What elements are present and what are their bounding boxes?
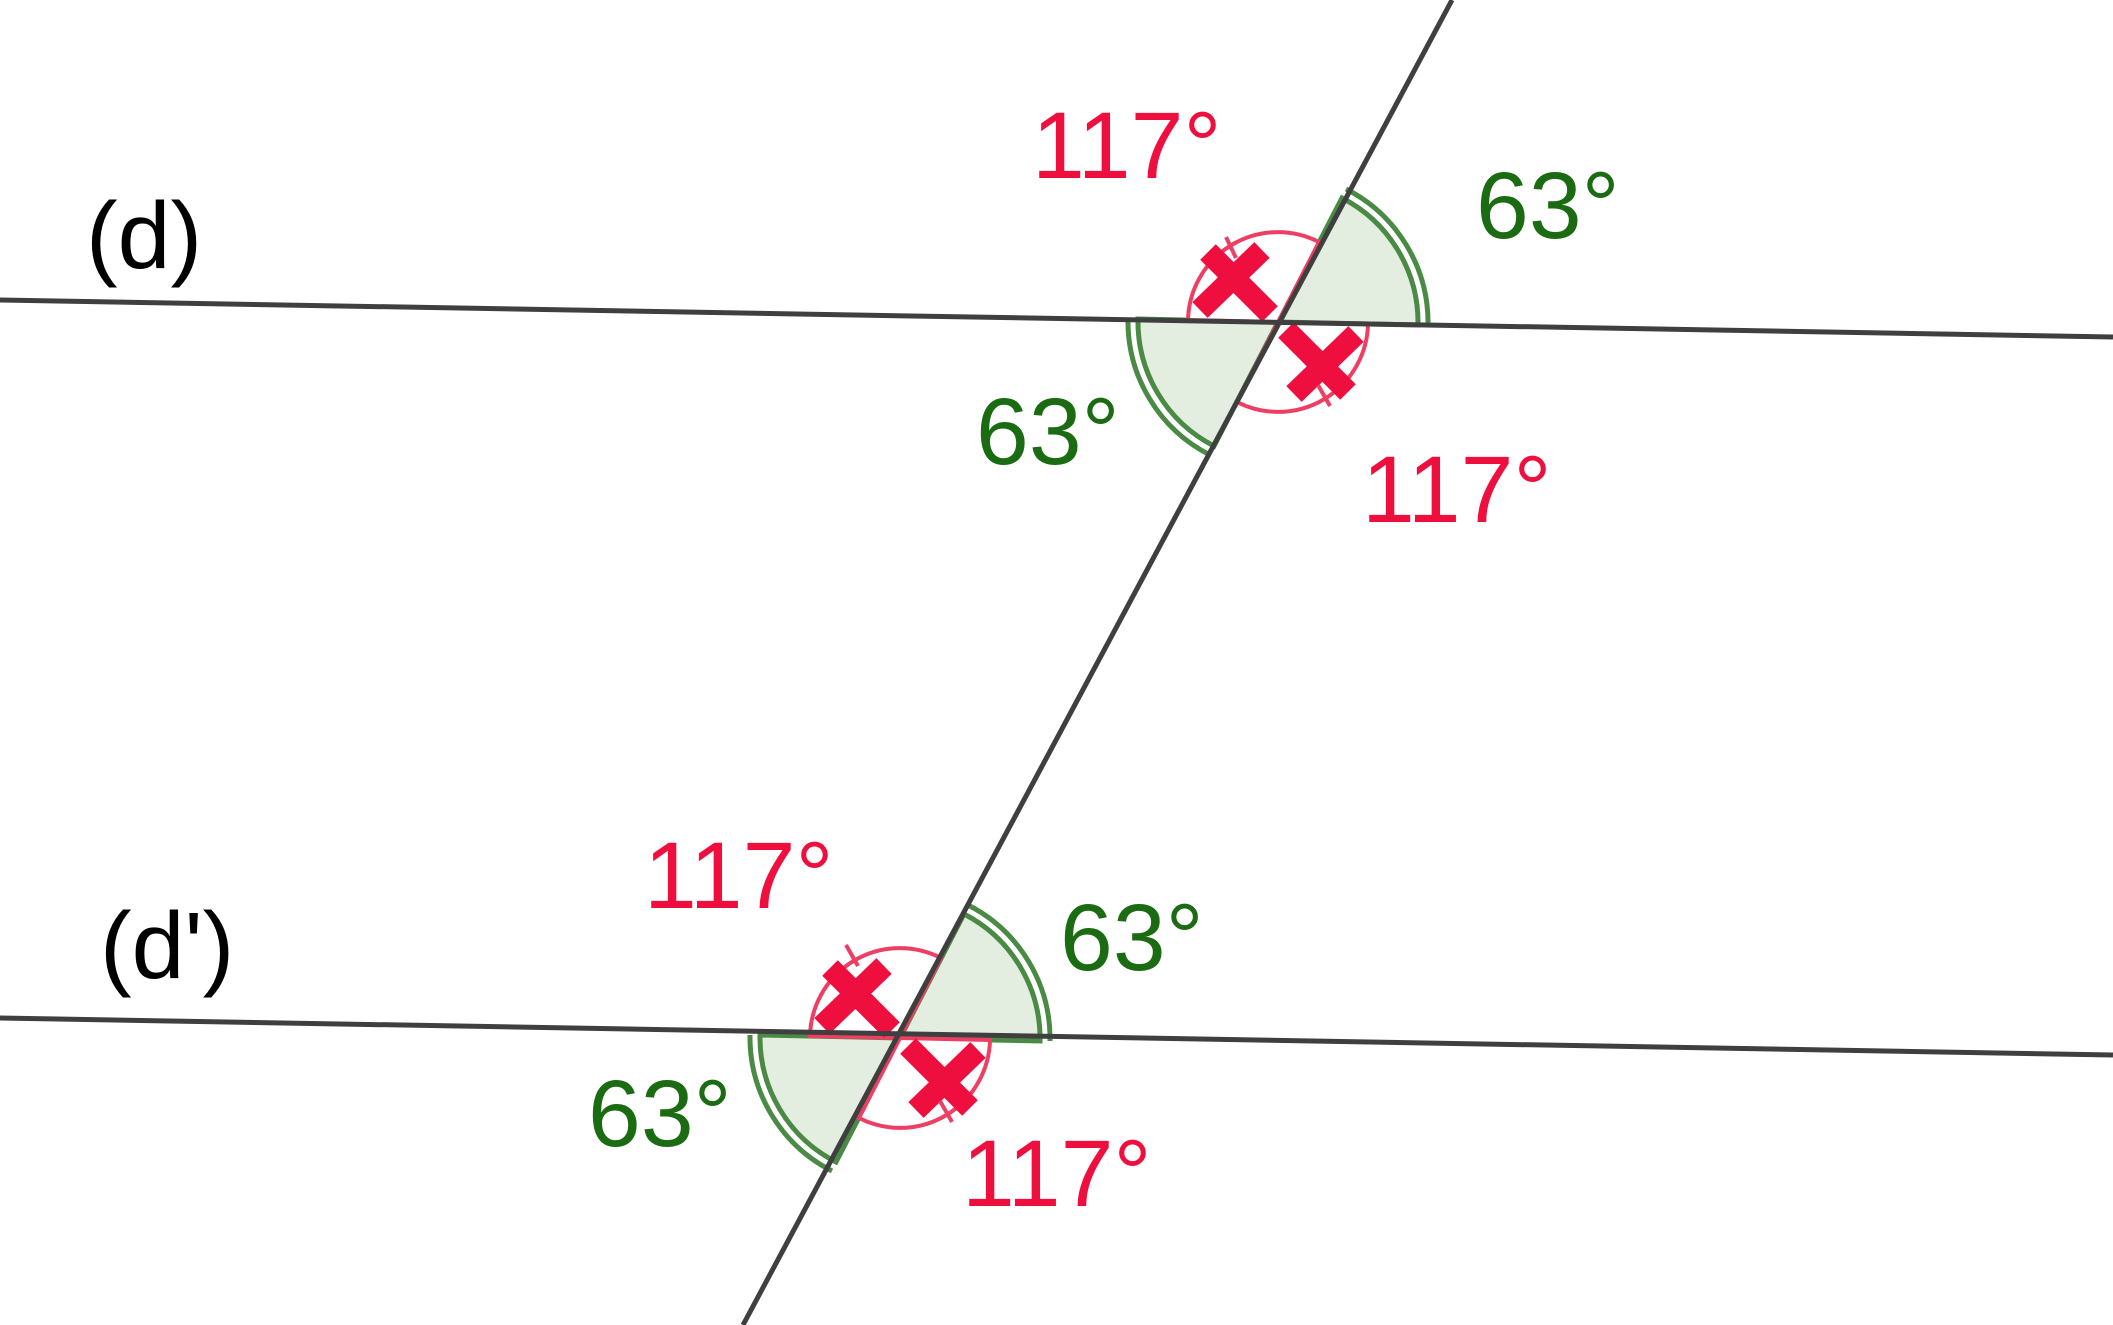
- line-d-label: (d): [86, 183, 202, 289]
- obtuse-mark-bottom-right-b: [908, 1042, 986, 1118]
- angle-label-bottom-top-right: 63°: [1060, 885, 1204, 991]
- angle-label-bottom-top-left: 117°: [644, 823, 833, 929]
- obtuse-tick-top-left: [844, 944, 860, 967]
- acute-angle-top-right-arc: [966, 902, 1053, 1042]
- acute-angle-bottom-left: [1135, 316, 1283, 450]
- obtuse-tick-bottom-right: [938, 1100, 954, 1123]
- obtuse-mark-top-left-b: [1192, 242, 1270, 318]
- acute-angle-top-right: [895, 910, 1043, 1044]
- obtuse-tick-top-left: [1224, 236, 1238, 259]
- line-d-prime-label: (d'): [100, 893, 234, 999]
- angle-label-bottom-bottom-left: 63°: [588, 1061, 732, 1167]
- acute-angle-top-right: [1273, 194, 1421, 328]
- angle-label-top-bottom-left: 63°: [976, 379, 1120, 485]
- acute-angle-top-right-arc: [1344, 186, 1431, 326]
- angle-label-top-bottom-right: 117°: [1362, 437, 1551, 543]
- acute-angle-bottom-left-arc: [747, 1034, 834, 1174]
- angle-label-top-top-right: 63°: [1476, 153, 1620, 259]
- line-d-prime: [0, 1015, 2113, 1058]
- acute-angle-bottom-left-arc: [1125, 318, 1212, 458]
- obtuse-mark-bottom-right-b: [1286, 326, 1364, 402]
- transversal-line: [740, 0, 1455, 1325]
- obtuse-mark-top-left-b: [814, 958, 892, 1034]
- angle-label-bottom-bottom-right: 117°: [962, 1121, 1151, 1227]
- angle-marks-top: [1125, 186, 1431, 458]
- acute-angle-bottom-left: [757, 1032, 905, 1166]
- line-d: [0, 297, 2113, 340]
- obtuse-tick-bottom-right: [1316, 384, 1332, 407]
- angle-label-top-top-left: 117°: [1032, 93, 1221, 199]
